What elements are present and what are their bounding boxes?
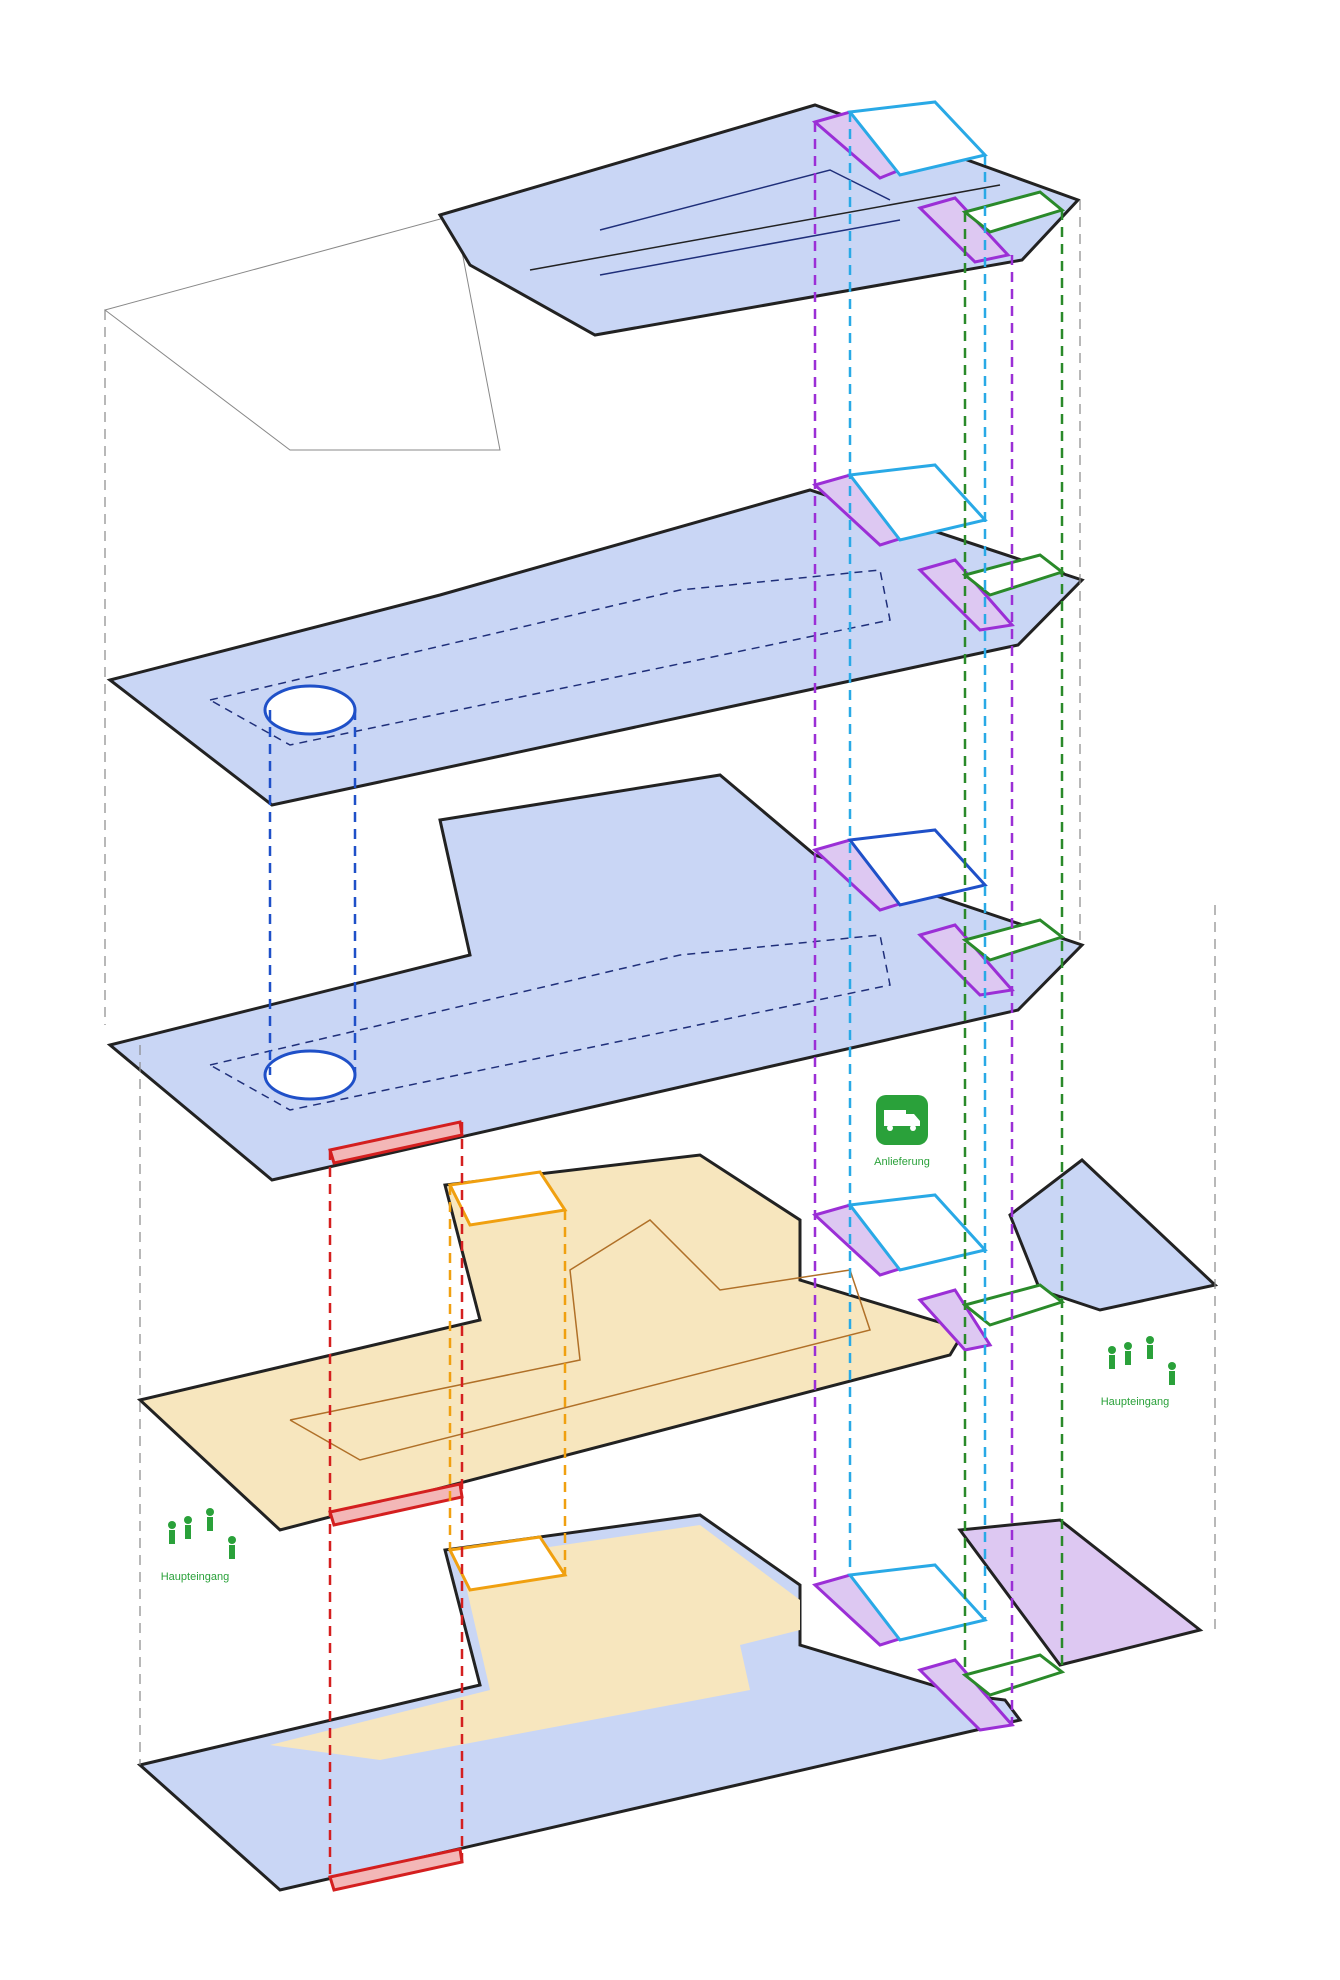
core-purple-large [957,1518,1204,1667]
pedestrians-icon [168,1508,236,1559]
lift-green [961,1283,1066,1327]
entrance-label-right: Haupteingang [1101,1396,1170,1408]
delivery-marker: Anlieferung [874,1095,930,1168]
person-head [206,1508,214,1516]
truck-body [884,1110,906,1126]
person-body [229,1545,235,1559]
truck-wheel [910,1125,916,1131]
person-body [1109,1355,1115,1369]
person-head [228,1536,236,1544]
roof-outline [103,214,501,451]
person-body [169,1530,175,1544]
floor-plate-level-4 [106,488,1085,807]
lift-green [961,1653,1066,1697]
person-body [1125,1351,1131,1365]
stair-navy [847,828,988,907]
floor-level-3 [106,773,1085,1182]
route-line [209,569,891,746]
person-body [207,1517,213,1531]
spiral-stair-level-3 [263,1049,357,1101]
floor-level-1 [136,1513,1204,1892]
entrance-label-left: Haupteingang [161,1571,230,1583]
entrance-marker-right: Haupteingang [1101,1336,1176,1408]
core-purple [917,1288,993,1352]
truck-wheel [887,1125,893,1131]
entrance-marker-left: Haupteingang [161,1508,236,1583]
person-head [184,1516,192,1524]
person-body [185,1525,191,1539]
person-head [1108,1346,1116,1354]
floor-level-5 [103,100,1081,451]
route-line [599,169,891,231]
stair-red-level-3 [328,1120,464,1165]
truck-cab [906,1114,920,1126]
floor-line [529,184,1001,271]
person-body [1147,1345,1153,1359]
pedestrians-icon [1108,1336,1176,1385]
delivery-label: Anlieferung [874,1156,930,1168]
lift-green [961,918,1066,962]
basement-yellow-area [270,1525,800,1760]
person-head [1146,1336,1154,1344]
person-head [168,1521,176,1529]
route-line [289,1219,871,1461]
floor-plate-level-2 [136,1153,968,1532]
person-body [1169,1371,1175,1385]
vertical-connections [104,112,1216,1877]
floor-level-4 [106,463,1085,807]
route-line [599,219,901,276]
spiral-stair-level-4 [263,684,357,736]
person-head [1124,1342,1132,1350]
route-line [209,934,891,1111]
floor-level-2 [136,1153,1219,1532]
person-head [1168,1362,1176,1370]
